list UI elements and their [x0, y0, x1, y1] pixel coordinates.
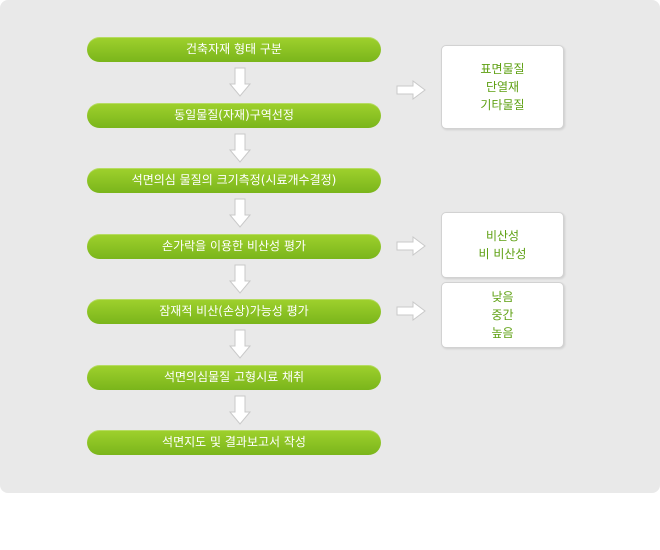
flowchart-panel: 건축자재 형태 구분 동일물질(자재)구역선정 석면의심 물질의 크기측정(시료… [0, 0, 660, 493]
down-arrow-icon [229, 329, 251, 359]
down-arrow-icon [229, 133, 251, 163]
step-map-and-report: 석면지도 및 결과보고서 작성 [87, 430, 381, 455]
down-arrow-icon [229, 67, 251, 97]
box-item-non-friable: 비 비산성 [478, 247, 527, 261]
right-arrow-icon [396, 301, 426, 321]
box-item-friable: 비산성 [485, 229, 520, 243]
down-arrow-icon [229, 264, 251, 294]
box-item-low: 낮음 [491, 290, 514, 304]
step-select-homogeneous-area: 동일물질(자재)구역선정 [87, 103, 381, 128]
step-measure-size: 석면의심 물질의 크기측정(시료개수결정) [87, 168, 381, 193]
down-arrow-icon [229, 395, 251, 425]
potential-level-box: 낮음 중간 높음 [441, 282, 564, 348]
box-item-other: 기타물질 [480, 98, 525, 112]
right-arrow-icon [396, 80, 426, 100]
right-arrow-icon [396, 236, 426, 256]
box-item-medium: 중간 [491, 308, 514, 322]
down-arrow-icon [229, 198, 251, 228]
step-classify-material-type: 건축자재 형태 구분 [87, 37, 381, 62]
step-damage-potential-assessment: 잠재적 비산(손상)가능성 평가 [87, 299, 381, 324]
box-item-surface: 표면물질 [480, 62, 525, 76]
box-item-high: 높음 [491, 326, 514, 340]
step-friability-assessment: 손가락을 이용한 비산성 평가 [87, 234, 381, 259]
material-types-box: 표면물질 단열재 기타물질 [441, 45, 564, 129]
friability-box: 비산성 비 비산성 [441, 212, 564, 278]
box-item-insulation: 단열재 [485, 80, 520, 94]
step-sample-collection: 석면의심물질 고형시료 채취 [87, 365, 381, 390]
